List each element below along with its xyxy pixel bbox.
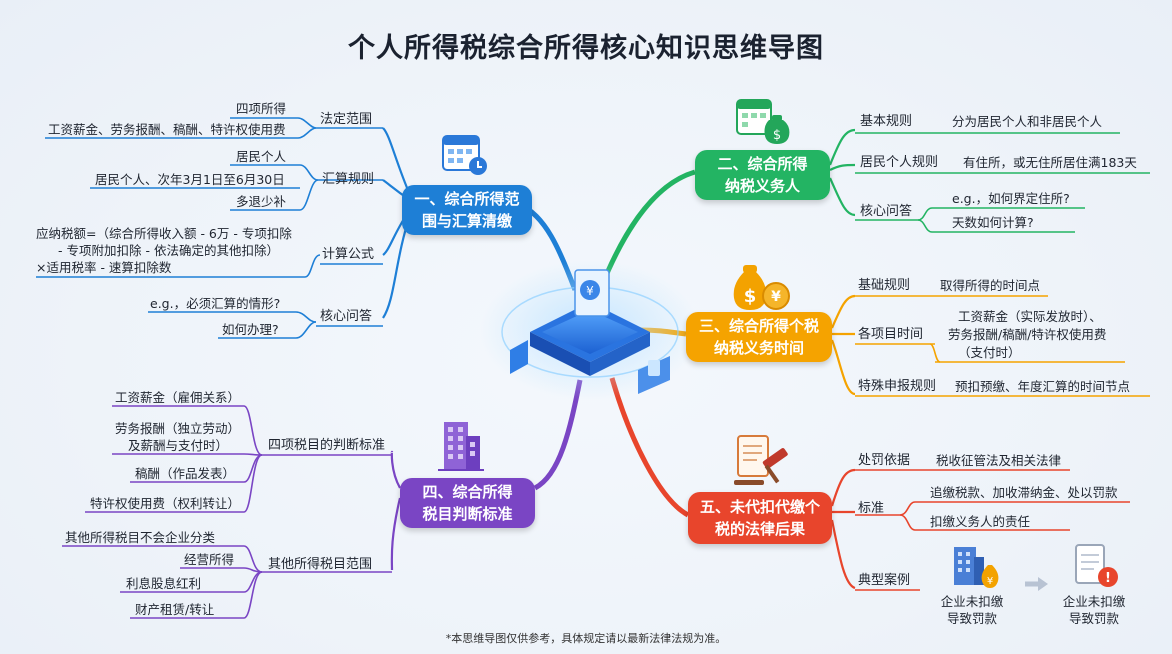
scope-faq-1: e.g.，必须汇算的情形? <box>150 296 281 311</box>
timing-items-line-3: （支付时） <box>958 345 1021 360</box>
case2-line1: 企业未扣缴 <box>1062 594 1126 609</box>
scope-label-formula: 计算公式 <box>322 247 375 262</box>
criteria-four-item-1: 工资薪金（雇佣关系） <box>115 390 241 405</box>
building-icon <box>438 422 484 471</box>
timing-value-basic: 取得所得的时间点 <box>940 278 1041 293</box>
penalty-label-case: 典型案例 <box>858 573 911 588</box>
calendar-clock-icon <box>442 135 487 175</box>
svg-text:$: $ <box>744 286 757 307</box>
formula-line-2: - 专项附加扣除 - 依法确定的其他扣除） <box>58 243 279 258</box>
penalty-label-basis: 处罚依据 <box>858 453 911 468</box>
scope-faq-2: 如何办理? <box>222 322 279 337</box>
timing-items-line-2: 劳务报酬/稿酬/特许权使用费 <box>948 327 1107 342</box>
penalty-standard-1: 追缴税款、加收滞纳金、处以罚款 <box>930 485 1118 500</box>
case2-line2: 导致罚款 <box>1068 611 1119 626</box>
case1-line2: 导致罚款 <box>946 611 997 626</box>
scope-item-1: 四项所得 <box>236 101 287 116</box>
obligor-label-resident: 居民个人规则 <box>860 155 939 170</box>
formula-line-3: ×适用税率 - 速算扣除数 <box>36 260 172 275</box>
svg-text:¥: ¥ <box>586 284 594 298</box>
criteria-four-item-4: 稿酬（作品发表） <box>135 466 236 481</box>
branch-node-timing-line1: 三、综合所得个税 <box>698 317 819 335</box>
branch-node-penalty[interactable]: 五、未代扣代缴个 税的法律后果 <box>688 492 832 544</box>
penalty-label-standard: 标准 <box>858 501 885 516</box>
obligor-label-basic: 基本规则 <box>860 114 913 129</box>
branch-node-scope-line2: 围与汇算清缴 <box>421 212 512 230</box>
criteria-other-item-2: 经营所得 <box>184 552 235 567</box>
branch-node-timing-line2: 纳税义务时间 <box>713 339 804 357</box>
svg-text:$: $ <box>773 128 781 143</box>
criteria-four-item-2: 劳务报酬（独立劳动） <box>115 421 241 436</box>
timing-items-line-1: 工资薪金（实际发放时）、 <box>958 309 1102 324</box>
branch-node-obligor[interactable]: 二、综合所得 纳税义务人 <box>695 150 830 200</box>
branch-node-criteria-line1: 四、综合所得 <box>422 483 513 501</box>
branch-node-penalty-line1: 五、未代扣代缴个 <box>699 498 820 516</box>
branch-node-penalty-line2: 税的法律后果 <box>714 520 805 538</box>
criteria-four-item-5: 特许权使用费（权利转让） <box>90 496 241 511</box>
case1-line1: 企业未扣缴 <box>940 594 1004 609</box>
svg-text:¥: ¥ <box>987 576 993 587</box>
svg-text:!: ! <box>1105 571 1111 586</box>
branch-node-scope-line1: 一、综合所得范 <box>414 190 520 208</box>
obligor-faq-2: 天数如何计算? <box>952 215 1034 230</box>
company-money-icon: ¥ <box>954 547 999 588</box>
arrow-right-icon <box>1025 577 1048 591</box>
branch-node-obligor-line1: 二、综合所得 <box>717 155 808 173</box>
criteria-other-item-1: 其他所得税目不会企业分类 <box>65 530 216 545</box>
calc-item-3: 多退少补 <box>236 194 287 209</box>
criteria-label-four: 四项税目的判断标准 <box>268 438 386 453</box>
calc-item-1: 居民个人 <box>236 149 287 164</box>
scope-label-calc: 汇算规则 <box>322 172 375 187</box>
calc-item-2: 居民个人、次年3月1日至6月30日 <box>95 172 285 187</box>
calendar-money-icon: $ <box>736 99 790 144</box>
scope-item-2: 工资薪金、劳务报酬、稿酬、特许权使用费 <box>48 122 286 137</box>
money-bags-icon: $ ¥ <box>733 265 790 310</box>
footer-note: *本思维导图仅供参考，具体规定请以最新法律法规为准。 <box>445 632 727 645</box>
obligor-label-faq: 核心问答 <box>860 204 913 219</box>
scope-label-faq: 核心问答 <box>320 309 373 324</box>
timing-label-basic: 基础规则 <box>858 278 911 293</box>
branch-node-criteria[interactable]: 四、综合所得 税目判断标准 <box>400 478 535 528</box>
criteria-label-other: 其他所得税目范围 <box>268 557 373 572</box>
page-title: 个人所得税综合所得核心知识思维导图 <box>348 33 824 64</box>
document-warning-icon: ! <box>1075 544 1118 587</box>
gavel-document-icon <box>734 435 788 485</box>
penalty-standard-2: 扣缴义务人的责任 <box>930 514 1031 529</box>
penalty-value-basis: 税收征管法及相关法律 <box>936 453 1062 468</box>
obligor-value-resident: 有住所，或无住所居住满183天 <box>963 155 1137 170</box>
timing-label-special: 特殊申报规则 <box>858 379 937 394</box>
formula-line-1: 应纳税额=（综合所得收入额 - 6万 - 专项扣除 <box>36 226 292 241</box>
obligor-value-basic: 分为居民个人和非居民个人 <box>952 114 1103 129</box>
obligor-faq-1: e.g.，如何界定住所? <box>952 191 1070 206</box>
branch-node-obligor-line2: 纳税义务人 <box>724 177 800 195</box>
branch-node-timing[interactable]: 三、综合所得个税 纳税义务时间 <box>686 312 832 362</box>
timing-value-special: 预扣预缴、年度汇算的时间节点 <box>955 379 1131 394</box>
criteria-other-item-4: 财产租赁/转让 <box>135 602 215 617</box>
criteria-four-item-3: 及薪酬与支付时） <box>128 438 229 453</box>
timing-label-items: 各项目时间 <box>858 327 924 342</box>
branch-node-criteria-line2: 税目判断标准 <box>422 505 513 523</box>
svg-text:¥: ¥ <box>771 289 781 305</box>
branch-node-scope[interactable]: 一、综合所得范 围与汇算清缴 <box>402 185 532 235</box>
criteria-other-item-3: 利息股息红利 <box>126 576 202 591</box>
central-hub-icon: ¥ <box>480 260 700 400</box>
scope-label-legal: 法定范围 <box>320 112 373 127</box>
